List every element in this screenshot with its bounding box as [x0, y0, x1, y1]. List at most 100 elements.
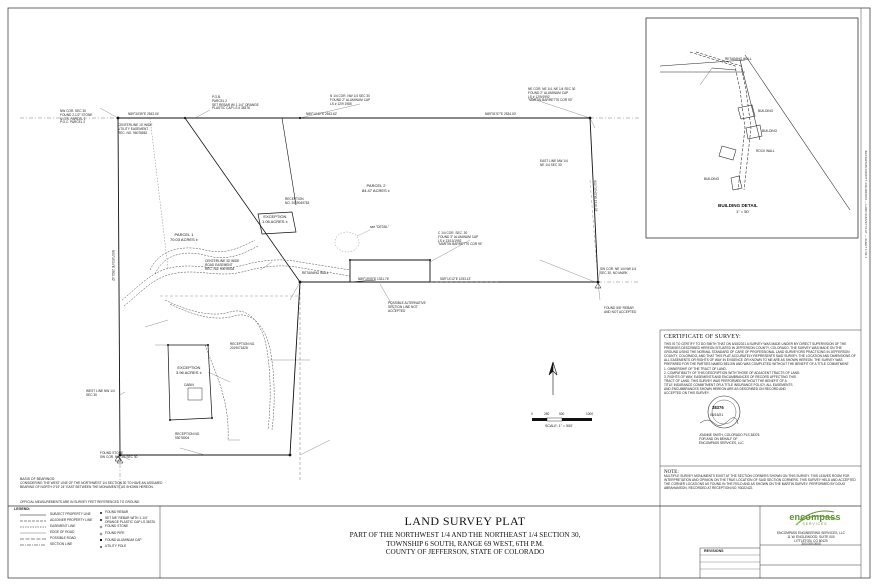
scale-bar [532, 417, 592, 422]
legend-symbol-3: FOUND STONE [105, 524, 129, 528]
certificate-block: CERTIFICATE OF SURVEY: THIS IS TO CERTIF… [664, 334, 856, 396]
legend-symbol-5: FOUND ALUMINUM CAP [105, 538, 142, 542]
exception2-label: EXCEPTION 3.96 ACRES ± [176, 365, 202, 375]
found-rebar-label: FOUND 5/8" REBAR AND NOT ACCEPTED [604, 306, 637, 314]
west-line-label: WEST LINE NW 1/4 SEC 30 [86, 389, 115, 397]
note-block: NOTE: MULTIPLE SURVEY MONUMENTS EXIST AT… [664, 470, 856, 491]
basis-heading: BASIS OF BEARINGS: [20, 477, 56, 481]
detail-building-1: BUILDING [758, 109, 774, 113]
side-strip-text: JEFFERSON COUNTY, COLORADO — LAND SURVEY… [864, 150, 868, 259]
detail-building-3: BUILDING [704, 177, 720, 181]
exception1-name: EXCEPTION [263, 214, 287, 219]
exception1-boundary [257, 211, 297, 235]
signer-name: JOANNE SMITH, COLORADO PLS 38376 [699, 433, 760, 437]
exception1-area: 1.06 ACRES ± [262, 218, 288, 224]
monuments [116, 116, 600, 457]
exception1-label: EXCEPTION 1.06 ACRES ± [262, 214, 288, 224]
revisions-heading: REVISIONS [704, 549, 724, 553]
bearing-mid-2: N89°19'05"E 1331.76' [358, 277, 390, 281]
surveyor-seal [707, 395, 741, 429]
scale-tick-250: 250 [544, 412, 550, 416]
ne-corner-label: NE COR. NE 1/4, NE 1/4 SEC 30 FOUND 2" A… [528, 87, 576, 103]
plat-subtitle-2: TOWNSHIP 6 SOUTH, RANGE 69 WEST, 6TH P.M… [386, 539, 544, 548]
pob-label: P.O.B. PARCEL 2 SET REBAR W/ 1-1/4" ORAN… [212, 95, 259, 111]
reception-label: RECEPTION NO. 2019049763 [285, 197, 310, 205]
certificate-item-3: 3. RIGHTS OF WAY, EASEMENTS AND ENCUMBRA… [664, 375, 796, 395]
detail-scale: 1" = 50' [736, 209, 750, 214]
company-name: ENCOMPASS ENGINEERING SERVICES, LLC [777, 531, 845, 535]
detail-title: BUILDING DETAIL [718, 203, 758, 208]
road-easement-label: CENTERLINE 30' WIDE ROAD EASEMENT REC. N… [205, 259, 240, 271]
parcel1-area: 70.03 ACRES ± [170, 236, 198, 242]
building-detail-frame [645, 17, 859, 239]
legend-symbol-1: FOUND REBAR [105, 510, 129, 514]
basis-body: CONSIDERING THE WEST LINE OF THE NORTHWE… [20, 480, 163, 489]
legend-heading: LEGEND: [14, 507, 31, 511]
plat-title: LAND SURVEY PLAT [404, 514, 526, 528]
note-heading: NOTE: [664, 470, 679, 475]
certificate-item-1: 1. OWNERSHIP OF THE TRACT OF LAND. [664, 367, 727, 372]
legend-symbol-4: FOUND PIPE [105, 531, 125, 535]
company-address-1: 11 W. ENGLEWOOD, SUITE 000 [787, 534, 835, 539]
basis-note: OFFICIAL MEASUREMENTS ARE IN SURVEY FEET… [20, 500, 140, 504]
seal-number: 38376 [712, 405, 724, 410]
logo-mark [795, 510, 837, 526]
bearing-east: S00°33'43"W 1310.03' [593, 179, 599, 212]
scale-tick-500: 500 [559, 412, 565, 416]
bearing-mid: S89°14'12"E 1253.13' [440, 277, 471, 281]
legend-line-4: EDGE OF ROAD [50, 530, 75, 534]
s-corner-label: SW COR. NE 1/4 NW 1/4 SEC 30, NO MARK [600, 267, 637, 275]
exception-reception-label: RECEPTION NO. 93078004 [175, 432, 201, 440]
certificate-heading: CERTIFICATE OF SURVEY: [664, 334, 742, 340]
legend-line-5: POSSIBLE ROAD [50, 536, 76, 540]
possible-row-label: POSSIBLE ALTERNATIVE SECTION LINE NOT AC… [388, 301, 426, 313]
company-logo: encompass SERVICES [774, 512, 856, 526]
utility-easement-label: CENTERLINE 10' WIDE UTILITY EASEMENT REC… [118, 123, 153, 135]
plat-subtitle-1: PART OF THE NORTHWEST 1/4 AND THE NORTHE… [349, 531, 581, 539]
bearing-top-2: N89°14'42"E 2543.62' [306, 112, 338, 116]
legend-line-3: EASEMENT LINE [50, 524, 76, 528]
detail-lines [659, 51, 851, 211]
certificate-body: THIS IS TO CERTIFY TO DO SMITH THAT ON 6… [664, 342, 856, 366]
certificate-item-2: 2. COMPATIBILITY OF THIS DESCRIPTION WIT… [664, 371, 801, 376]
nw-corner-label: NW COR. SEC 30 FOUND 2-1/2" STONE N.G.S.… [60, 109, 93, 125]
signer-line-3: ENCOMPASS SERVICES, LLC [699, 441, 744, 445]
legend-symbol-2: SET 5/8" REBAR WITH 1-1/4" ORANGE PLASTI… [105, 516, 155, 524]
scale-tick-0: 0 [531, 412, 533, 416]
basis-block: BASIS OF BEARINGS: CONSIDERING THE WEST … [20, 477, 170, 490]
detail-rock-wall: ROCK WALL [756, 149, 775, 153]
bearing-west: N00°19'24"E 2502.42' [111, 250, 115, 282]
legend-line-6: SECTION LINE [50, 542, 73, 546]
exception2-name: EXCEPTION [177, 365, 201, 370]
parcel2-label: PARCEL 2 84.47 ACRES ± [362, 183, 390, 193]
retaining-wall-label: RETAINING WALL [302, 271, 329, 275]
cabin-label: CABIN [184, 383, 194, 387]
legend-block: LEGEND: [14, 507, 31, 512]
legend-line-2: ADJOINER PROPERTY LINE [50, 518, 93, 522]
exception2-area: 3.96 ACRES ± [176, 369, 202, 375]
scale-text: SCALE: 1" = 500' [545, 424, 573, 428]
road-centerline [121, 239, 351, 441]
plat-subtitle-3: COUNTY OF JEFFERSON, STATE OF COLORADO [385, 548, 545, 557]
n-quarter-label: N 1/4 COR. NW 1/4 SEC 30 FOUND 2" ALUMIN… [330, 94, 371, 106]
title-block: LAND SURVEY PLAT PART OF THE NORTHWEST 1… [300, 514, 630, 557]
note-body: MULTIPLE SURVEY MONUMENTS EXIST AT THE S… [664, 474, 856, 490]
bearing-top-3: N89°51'57"E 2534.00' [485, 112, 517, 116]
center-quarter-label: C 1/4 COR. SEC. 30 FOUND 3" ALUMINUM CAP… [438, 231, 483, 247]
legend-symbol-6: UTILITY POLE [105, 544, 127, 548]
parcel1-name: PARCEL 1 [174, 232, 194, 237]
north-arrow [548, 361, 558, 395]
signer-line-2: FOR AND ON BEHALF OF [699, 437, 738, 441]
south-stone-label: FOUND STONE SW COR. NW 1/4 SEC 30 [100, 451, 138, 459]
logo-tagline: SERVICES [802, 522, 828, 526]
see-detail-label: see "DETAIL" [370, 225, 390, 229]
parcel-divider [184, 117, 301, 283]
detail-retaining-wall: RETAINING WALL [725, 57, 752, 61]
bearing-top-1: N89°34'39"E 2543.04' [128, 112, 160, 116]
company-address-2: LITTLETON, CO 80120 [794, 538, 828, 543]
property-boundary [117, 117, 599, 456]
parcel1-label: PARCEL 1 70.03 ACRES ± [170, 232, 198, 242]
company-info: ENCOMPASS ENGINEERING SERVICES, LLC 11 W… [765, 531, 857, 547]
